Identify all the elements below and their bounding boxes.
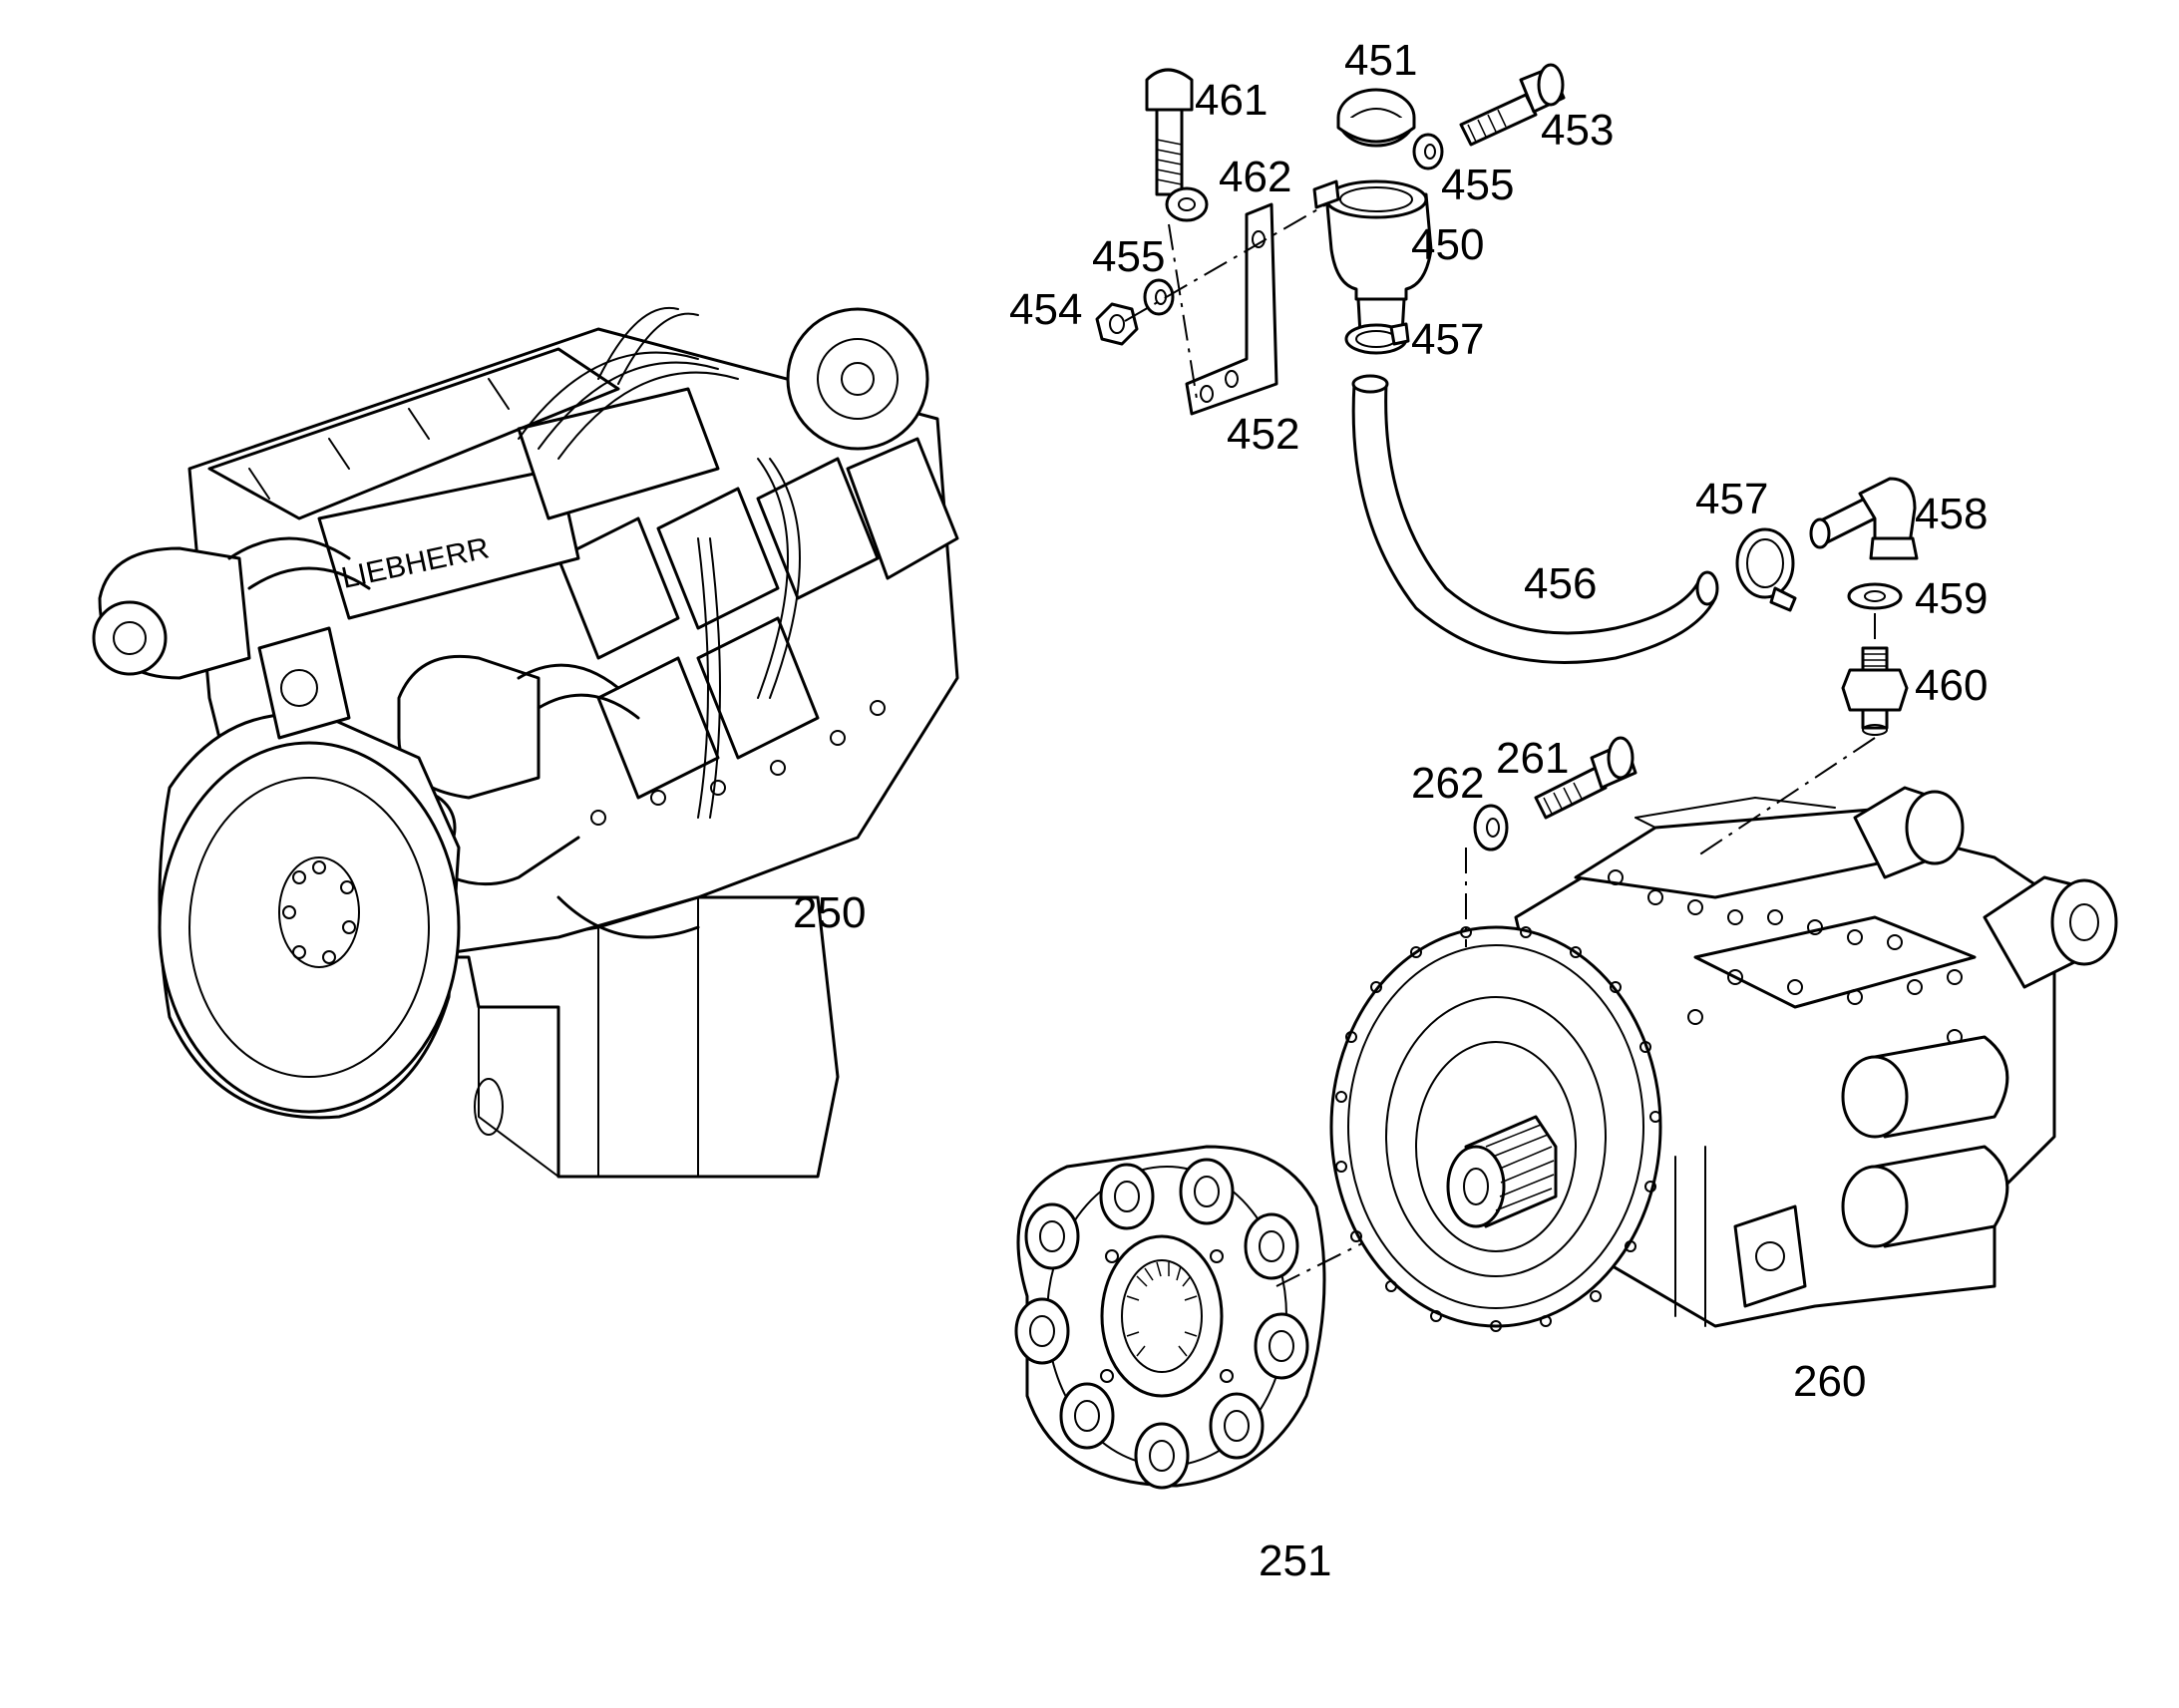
cap-451 <box>1336 88 1416 148</box>
callout-461: 461 <box>1195 76 1268 125</box>
bracket-452 <box>1185 202 1278 416</box>
bolt-261 <box>1534 736 1637 820</box>
callout-462: 462 <box>1219 153 1291 201</box>
coupling-251 <box>1014 1145 1326 1490</box>
callout-453: 453 <box>1541 106 1614 155</box>
callout-457-lower: 457 <box>1695 475 1768 523</box>
callout-262: 262 <box>1411 759 1484 808</box>
callout-454: 454 <box>1009 285 1082 334</box>
hose-456 <box>1351 374 1719 664</box>
elbow-fitting-458 <box>1809 477 1919 560</box>
callout-251: 251 <box>1259 1537 1331 1585</box>
callout-450: 450 <box>1411 220 1484 269</box>
bolt-453 <box>1459 63 1566 147</box>
pump-assembly-260 <box>1329 786 2118 1332</box>
callout-labels: 250 251 260 261 262 450 451 452 453 454 … <box>793 36 1988 1585</box>
callout-250: 250 <box>793 888 866 937</box>
callout-261: 261 <box>1496 734 1569 783</box>
washer-462 <box>1165 186 1209 222</box>
callout-460: 460 <box>1915 661 1988 710</box>
washer-262 <box>1473 804 1509 852</box>
washer-459 <box>1847 582 1903 610</box>
washer-455-left <box>1143 278 1175 316</box>
bolt-461 <box>1145 68 1194 196</box>
engine-250: LIEBHERR <box>92 306 959 1179</box>
callout-456: 456 <box>1524 559 1597 608</box>
leader-461-line <box>1168 223 1198 400</box>
callout-458: 458 <box>1915 490 1988 538</box>
callout-260: 260 <box>1793 1357 1866 1406</box>
callout-451: 451 <box>1344 36 1417 85</box>
clamp-457-upper <box>1344 322 1410 355</box>
callout-455-left: 455 <box>1092 232 1165 281</box>
callout-459: 459 <box>1915 574 1988 623</box>
leader-454-line <box>1124 203 1327 322</box>
fitting-460 <box>1841 646 1909 736</box>
nut-454 <box>1095 302 1139 346</box>
leader-460-line <box>1694 737 1876 858</box>
callout-452: 452 <box>1227 410 1299 459</box>
clamp-457-lower <box>1735 527 1797 612</box>
callout-455-right: 455 <box>1441 161 1514 209</box>
washer-455-right <box>1412 133 1444 171</box>
callout-457-upper: 457 <box>1411 315 1484 364</box>
